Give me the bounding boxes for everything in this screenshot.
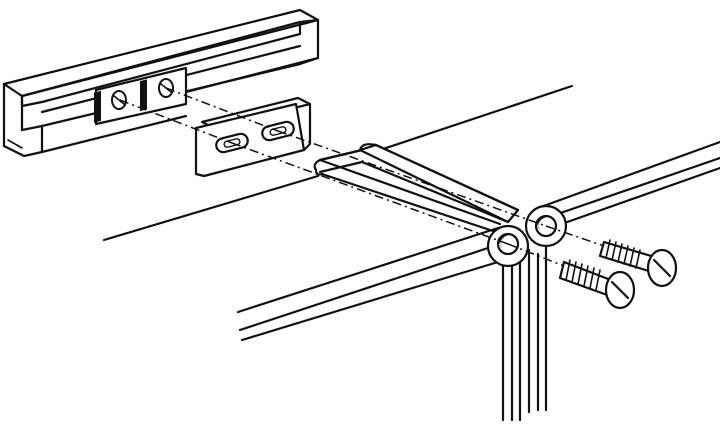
slotted-screw [598, 239, 678, 288]
frame-guide-lines [102, 84, 574, 242]
rail-screw-hole [111, 90, 127, 110]
slotted-connector-plate [194, 96, 312, 178]
channel-rail [2, 8, 320, 158]
frame-joint-hole [486, 224, 530, 268]
alignment-lines [119, 87, 605, 267]
slotted-screw [558, 259, 636, 310]
rod-frame [236, 140, 720, 422]
